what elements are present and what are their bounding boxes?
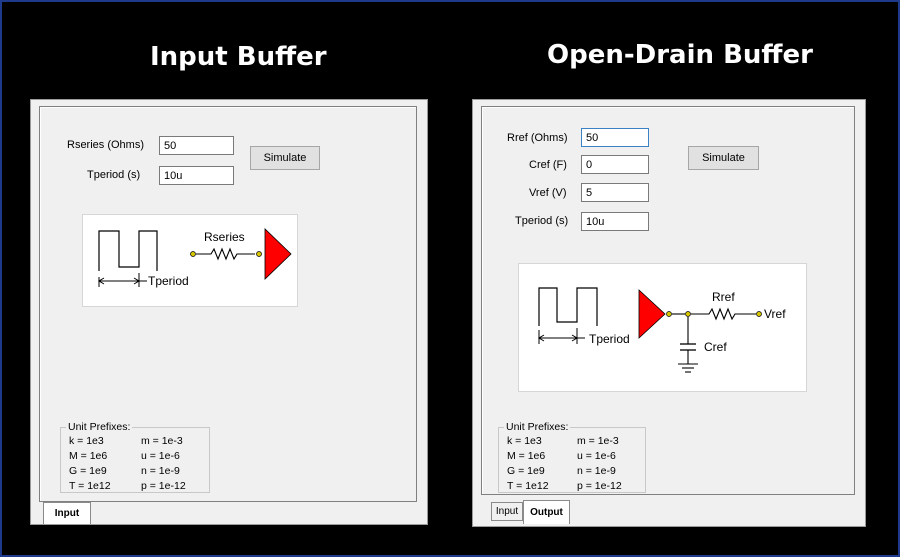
tperiod-schematic-label: Tperiod [589, 332, 630, 346]
tab-page-frame [39, 106, 417, 502]
vref-schematic-label: Vref [764, 307, 786, 321]
tperiod-dimension [98, 273, 147, 287]
rseries-label: Rseries (Ohms) [67, 139, 145, 151]
cref-schematic-label: Cref [704, 340, 727, 354]
right-panel-title: Open-Drain Buffer [547, 40, 813, 70]
rseries-resistor-icon [196, 247, 255, 261]
open-drain-schematic: Tperiod Rref Vref Cref [518, 263, 807, 392]
vref-input[interactable] [581, 183, 649, 202]
unit-prefixes-box: Unit Prefixes: k = 1e3 m = 1e-3 M = 1e6 … [498, 421, 646, 493]
prefix-n: n = 1e-9 [141, 465, 180, 477]
tperiod-input[interactable] [581, 212, 649, 231]
input-buffer-schematic: Tperiod Rseries [82, 214, 298, 307]
ground-icon [678, 363, 698, 373]
prefix-n: n = 1e-9 [577, 465, 616, 477]
prefix-G: G = 1e9 [69, 465, 107, 477]
cref-input[interactable] [581, 155, 649, 174]
square-wave-icon [98, 230, 158, 271]
prefix-u: u = 1e-6 [141, 450, 180, 462]
cref-capacitor-icon [680, 317, 696, 364]
vref-node-dot [756, 311, 762, 317]
unit-prefixes-box: Unit Prefixes: k = 1e3 m = 1e-3 M = 1e6 … [60, 421, 210, 493]
tperiod-label: Tperiod (s) [87, 169, 141, 181]
buffer-output-dot [666, 311, 672, 317]
prefix-M: M = 1e6 [69, 450, 108, 462]
unit-prefixes-title: Unit Prefixes: [66, 421, 133, 433]
input-buffer-window: Rseries (Ohms) Tperiod (s) Simulate Tper… [30, 99, 428, 525]
unit-prefixes-title: Unit Prefixes: [504, 421, 571, 433]
cref-label: Cref (F) [529, 159, 567, 171]
prefix-p: p = 1e-12 [141, 480, 186, 492]
tab-output[interactable]: Output [523, 500, 570, 524]
prefix-m: m = 1e-3 [577, 435, 619, 447]
left-panel-title: Input Buffer [150, 42, 327, 72]
tab-input[interactable]: Input [43, 502, 91, 524]
simulate-button[interactable]: Simulate [250, 146, 320, 170]
rseries-schematic-label: Rseries [204, 230, 245, 244]
prefix-m: m = 1e-3 [141, 435, 183, 447]
prefix-k: k = 1e3 [69, 435, 104, 447]
rref-input[interactable] [581, 128, 649, 147]
simulate-button[interactable]: Simulate [688, 146, 759, 170]
prefix-M: M = 1e6 [507, 450, 546, 462]
buffer-triangle-icon [638, 289, 666, 339]
open-drain-buffer-window: Rref (Ohms) Cref (F) Vref (V) Tperiod (s… [472, 99, 866, 527]
prefix-T: T = 1e12 [69, 480, 111, 492]
buffer-input-dot [256, 251, 262, 257]
tab-input[interactable]: Input [491, 502, 523, 521]
vref-label: Vref (V) [529, 187, 567, 199]
tperiod-input[interactable] [159, 166, 234, 185]
prefix-T: T = 1e12 [507, 480, 549, 492]
square-wave-icon [538, 287, 598, 326]
rref-label: Rref (Ohms) [507, 132, 568, 144]
tperiod-label: Tperiod (s) [515, 215, 569, 227]
input-node-dot [190, 251, 196, 257]
rref-schematic-label: Rref [712, 290, 735, 304]
prefix-G: G = 1e9 [507, 465, 545, 477]
junction-dot [685, 311, 691, 317]
prefix-k: k = 1e3 [507, 435, 542, 447]
prefix-p: p = 1e-12 [577, 480, 622, 492]
tperiod-dimension [538, 328, 585, 344]
prefix-u: u = 1e-6 [577, 450, 616, 462]
rref-resistor-icon [691, 307, 756, 321]
tperiod-schematic-label: Tperiod [148, 274, 189, 288]
rseries-input[interactable] [159, 136, 234, 155]
tab-page-frame [481, 106, 855, 495]
buffer-triangle-icon [264, 228, 292, 280]
